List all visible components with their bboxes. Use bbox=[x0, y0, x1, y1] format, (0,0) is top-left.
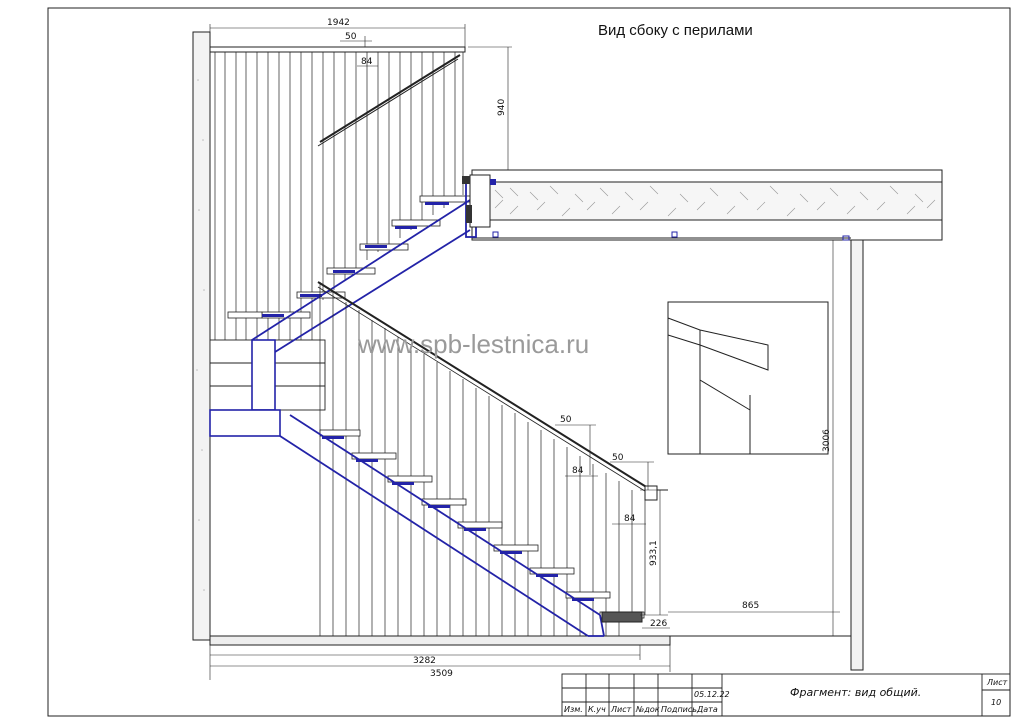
dim-landing-gap: 865 bbox=[742, 601, 759, 611]
dim-length-inner: 3282 bbox=[413, 656, 436, 666]
dim-lower-rail-height: 933,1 bbox=[649, 540, 659, 566]
dim-lower-post-width: 84 bbox=[572, 466, 584, 476]
sheet-frame bbox=[47, 7, 1011, 717]
door-opening bbox=[667, 301, 829, 455]
top-handrail bbox=[209, 46, 466, 147]
dim-end-post-width: 84 bbox=[624, 514, 636, 524]
right-wall bbox=[831, 239, 864, 671]
upper-floor-slab bbox=[471, 169, 943, 241]
title-block-sheet-label: Лист bbox=[986, 678, 1008, 687]
upper-stringer-bracket bbox=[462, 174, 496, 228]
drawing-title: Вид сбоку с перилами bbox=[598, 22, 753, 39]
dim-bottom-step: 226 bbox=[650, 619, 667, 629]
title-block-sheet-number: 10 bbox=[991, 698, 1001, 707]
dim-length-total: 3509 bbox=[430, 669, 453, 679]
left-wall bbox=[192, 31, 211, 641]
lower-handrail bbox=[317, 281, 668, 501]
upper-stringer bbox=[251, 181, 477, 353]
watermark: www.spb-lestnica.ru bbox=[357, 329, 589, 359]
title-block-col-data: Дата bbox=[696, 705, 718, 714]
lower-treads bbox=[319, 429, 645, 619]
bottom-step-block bbox=[601, 611, 643, 623]
title-block-date: 05.12.22 bbox=[694, 690, 730, 699]
dim-lower-rail-offset: 50 bbox=[560, 415, 572, 425]
upper-balusters bbox=[214, 52, 464, 345]
dim-top-width: 1942 bbox=[327, 18, 350, 28]
dim-upper-rail-height: 940 bbox=[497, 99, 507, 116]
dim-floor-height: 3006 bbox=[822, 429, 832, 452]
lower-balusters bbox=[319, 282, 646, 636]
dim-end-rail-offset: 50 bbox=[612, 453, 624, 463]
title-block-col-list: Лист bbox=[610, 705, 632, 714]
dim-rail-offset-top: 50 bbox=[345, 32, 357, 42]
floor-slab bbox=[209, 635, 851, 646]
lower-stringer bbox=[279, 414, 605, 637]
title-block-col-izm: Изм. bbox=[564, 705, 583, 714]
title-block-description: Фрагмент: вид общий. bbox=[790, 686, 921, 699]
landing-block bbox=[209, 339, 326, 437]
upper-tread-plates bbox=[262, 202, 449, 317]
title-block bbox=[561, 673, 1011, 717]
dimension-lines bbox=[209, 24, 840, 680]
title-block-col-podpis: Подпись bbox=[661, 705, 697, 714]
dim-post-width-top: 84 bbox=[361, 57, 373, 67]
title-block-col-kuch: К.уч bbox=[588, 705, 606, 714]
upper-treads bbox=[227, 195, 473, 319]
title-block-col-ndok: №док bbox=[635, 705, 660, 714]
